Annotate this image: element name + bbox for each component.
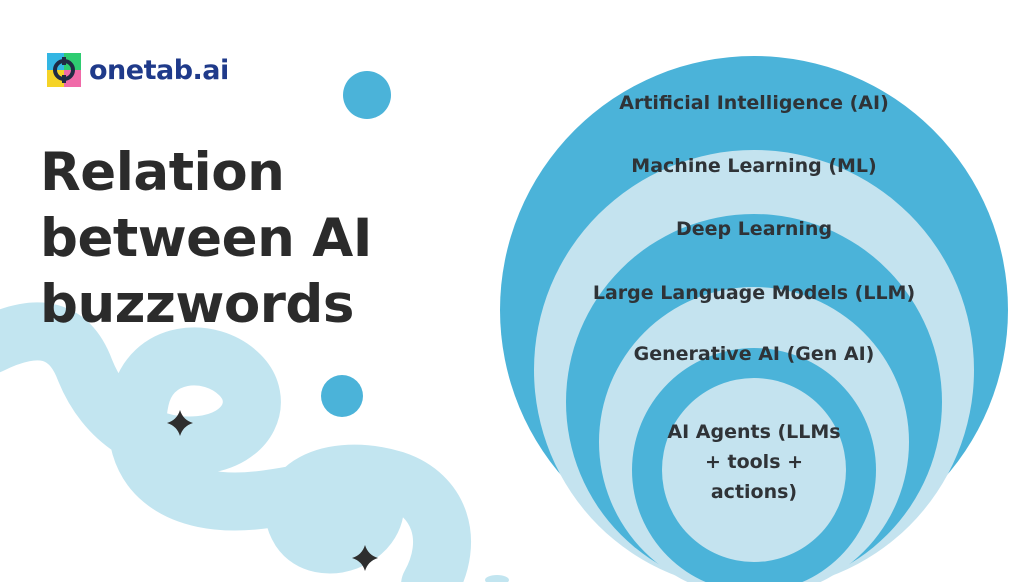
core-label-line: AI Agents (LLMs [667, 421, 841, 443]
decor-dot-edge [485, 575, 509, 582]
swirl-line [0, 302, 471, 582]
core-label-line: actions) [710, 481, 798, 503]
onetab-logo-icon [47, 53, 81, 87]
title-line: buzzwords [40, 274, 354, 335]
brand-name: onetab.ai [89, 54, 229, 86]
decor-dot-large [343, 71, 391, 119]
sparkle-icon [167, 410, 193, 436]
title-line: Relation [40, 142, 285, 203]
brand-logo: onetab.ai [47, 53, 229, 87]
ring-label-gen-ai: Generative AI (Gen AI) [633, 343, 875, 365]
core-ai-agents [662, 378, 846, 562]
page-title: Relation between AI buzzwords [40, 140, 480, 338]
core-label-line: + tools + [704, 451, 804, 473]
sparkle-icon [352, 545, 378, 571]
ring-label-ml: Machine Learning (ML) [631, 155, 877, 177]
decor-dot-small [321, 375, 363, 417]
ring-label-ai: Artificial Intelligence (AI) [619, 92, 889, 114]
ring-label-deep-learning: Deep Learning [675, 218, 833, 240]
core-label: AI Agents (LLMs + tools + actions) [664, 417, 844, 507]
title-line: between AI [40, 208, 373, 269]
ring-label-llm: Large Language Models (LLM) [592, 282, 916, 304]
